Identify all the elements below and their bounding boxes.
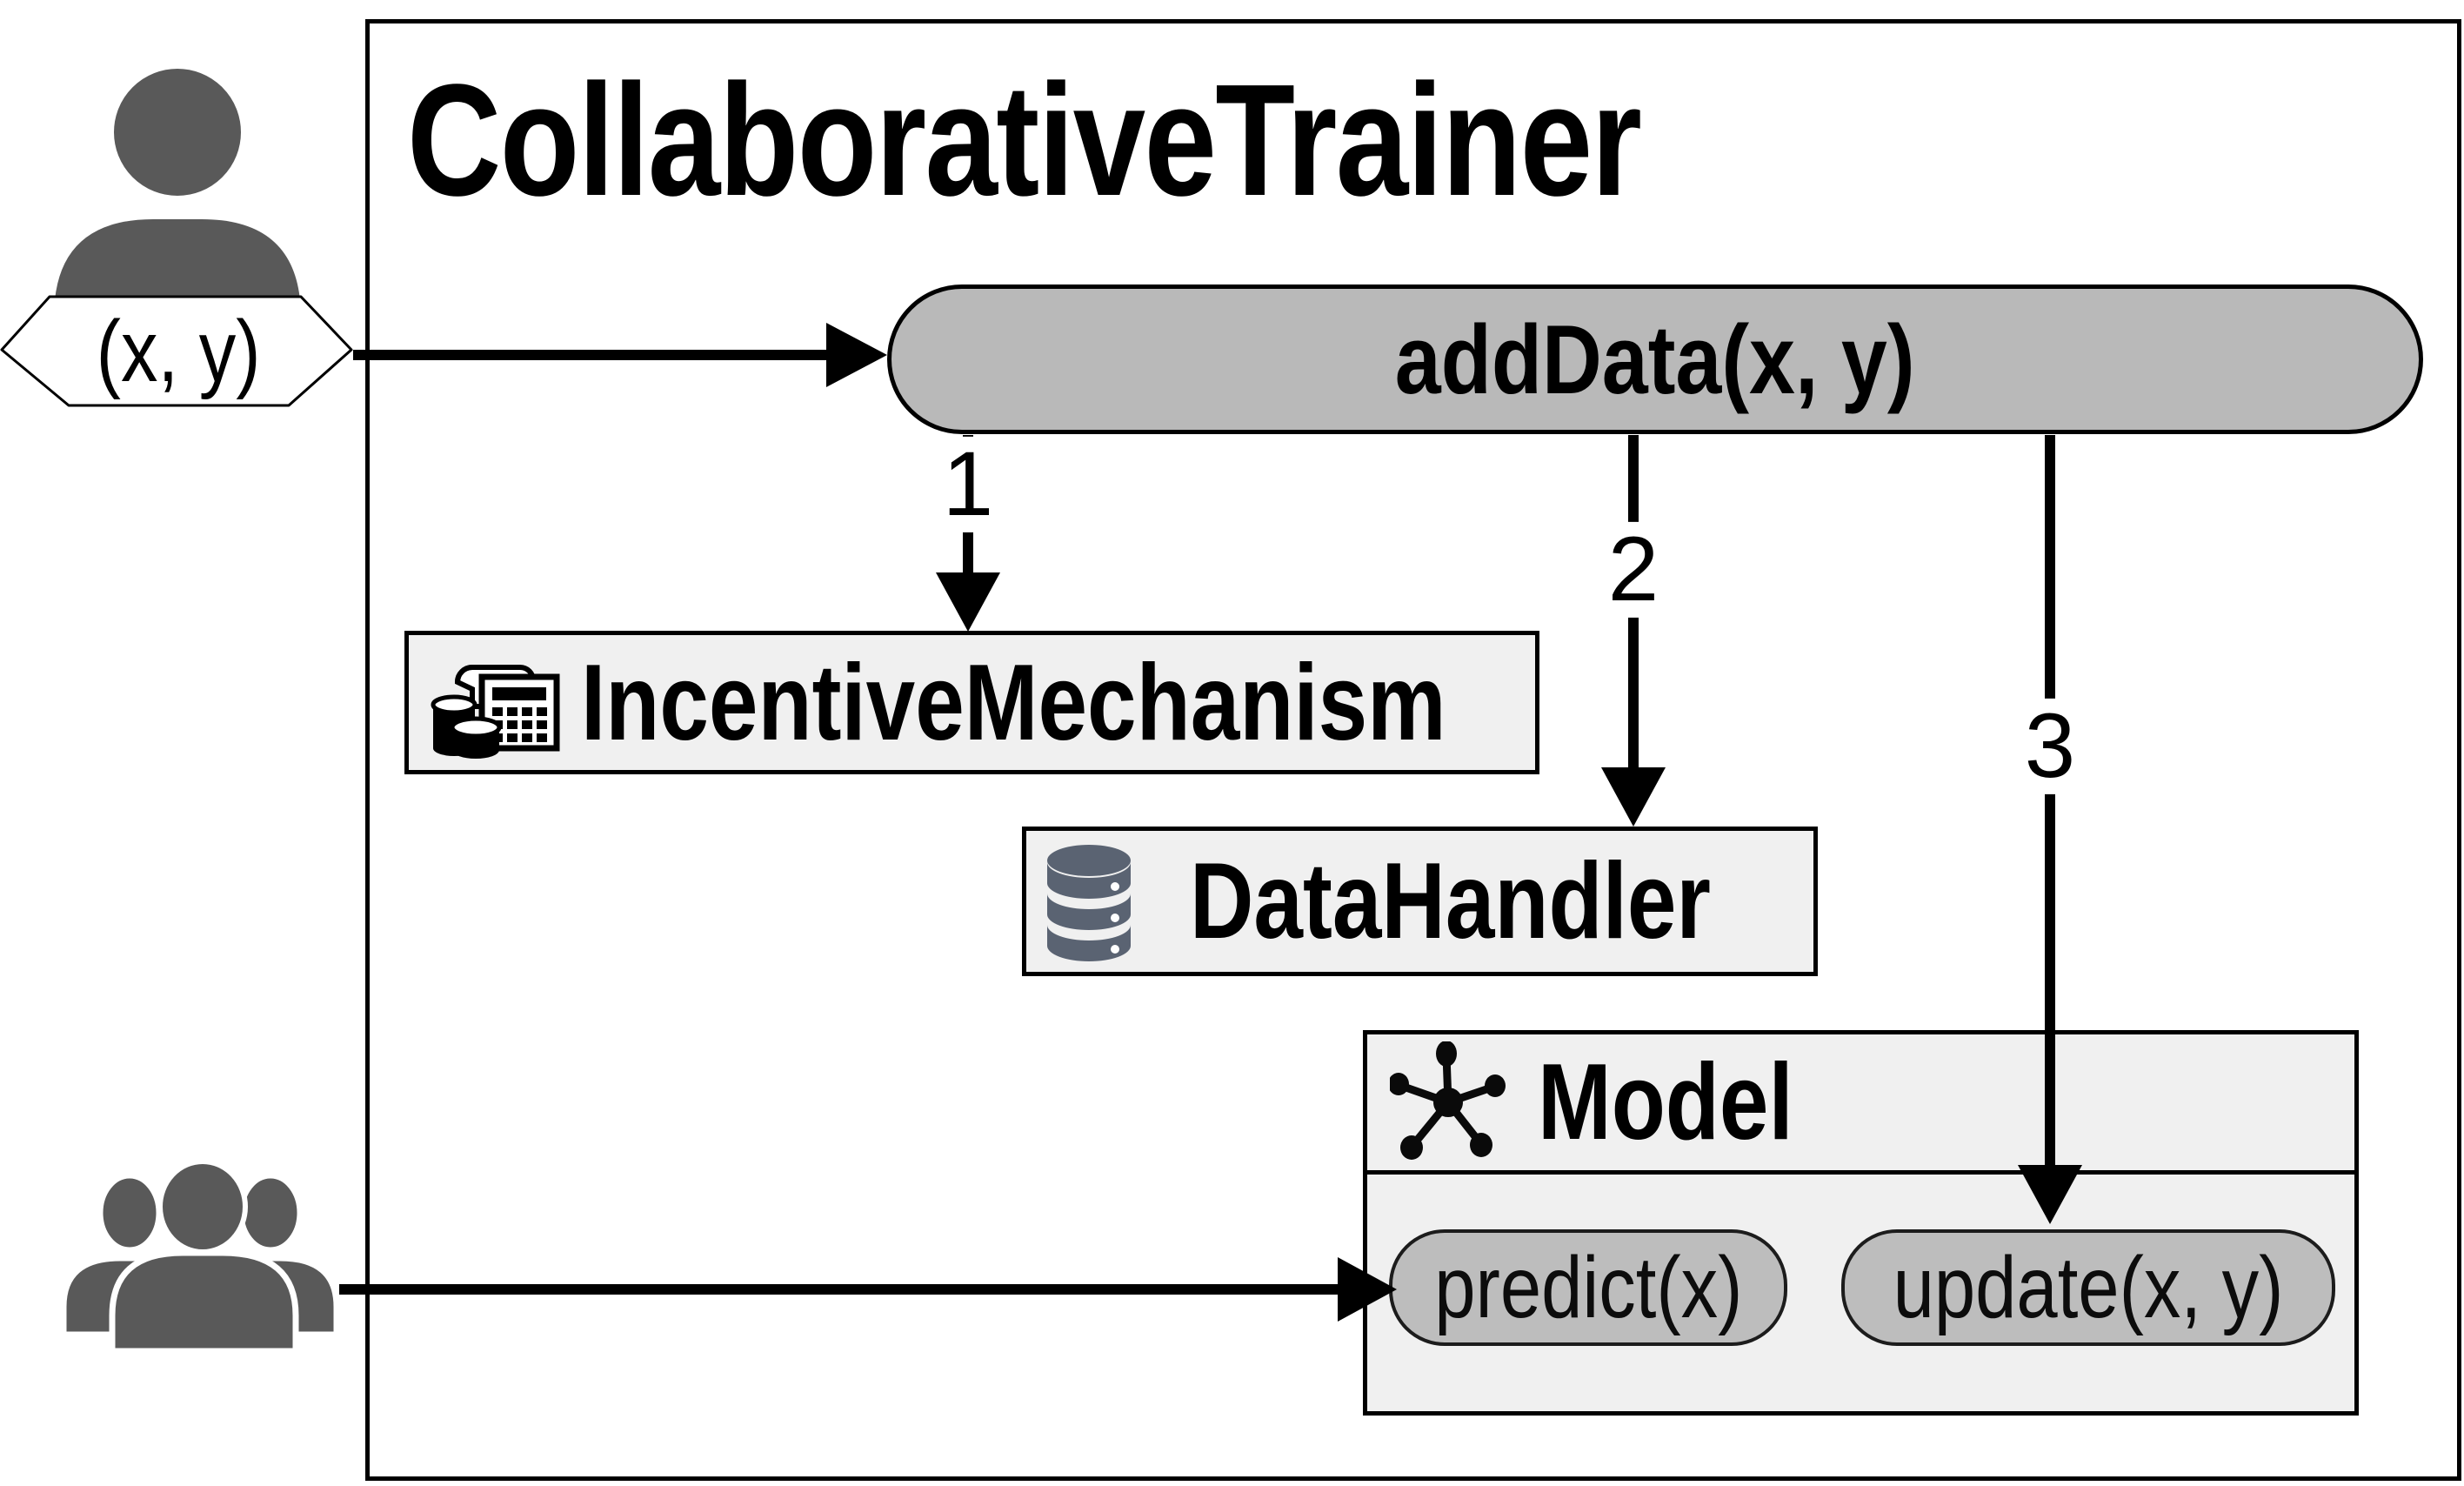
incentive-mechanism-label: IncentiveMechanism [581,642,1446,763]
arrow-1-label: 1 [930,436,1006,533]
arrow-2-label: 2 [1595,521,1672,619]
add-data-pill: addData(x, y) [887,284,2423,434]
people-group-icon [62,1159,338,1355]
data-handler-box: DataHandler [1022,827,1818,976]
model-header: Model [1367,1034,2354,1175]
input-tuple-label: (x, y) [96,302,261,400]
add-data-label: addData(x, y) [1395,305,1915,414]
data-handler-label: DataHandler [1190,841,1711,961]
network-graph-icon [1390,1041,1506,1160]
database-icon [1047,845,1131,961]
person-icon [0,64,353,407]
cash-register-icon [431,665,560,759]
page-title-text: CollaborativeTrainer [407,50,1642,229]
predict-pill: predict(x) [1389,1229,1787,1346]
update-pill: update(x, y) [1841,1229,2335,1346]
model-box: Model predict(x) update(x, y) [1363,1030,2359,1416]
input-hexagon [0,295,353,407]
arrow-3-label: 3 [2012,698,2088,795]
page-title: CollaborativeTrainer [407,50,1912,229]
incentive-mechanism-box: IncentiveMechanism [404,631,1539,774]
model-label: Model [1538,1042,1793,1162]
